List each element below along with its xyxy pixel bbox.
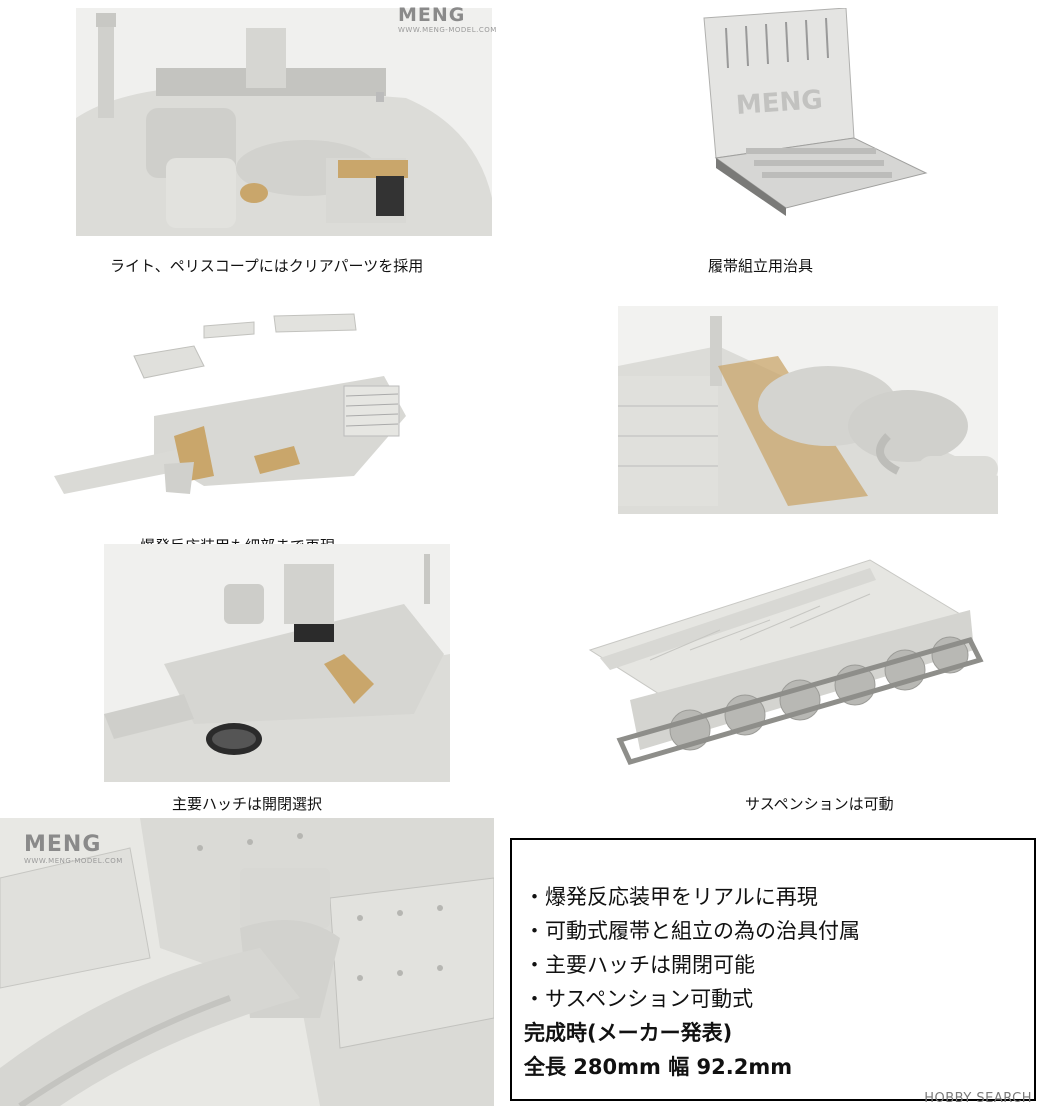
photo-mantlet-closeup [0, 818, 494, 1106]
feature-spec-box: ・爆発反応装甲をリアルに再現 ・可動式履帯と組立の為の治具付属 ・主要ハッチは開… [510, 838, 1036, 1101]
photo-suspension [570, 540, 998, 776]
spec-heading: 完成時(メーカー発表) [524, 1021, 733, 1045]
meng-logo-bottom: MENG WWW.MENG-MODEL.COM [24, 832, 123, 865]
feature-list: ・爆発反応装甲をリアルに再現 ・可動式履帯と組立の為の治具付属 ・主要ハッチは開… [524, 880, 860, 1084]
feature-item-hatches: ・主要ハッチは開閉可能 [524, 953, 755, 977]
photo-era-turret [54, 306, 420, 522]
photo-track-jig: MENG [676, 8, 938, 216]
feature-item-suspension: ・サスペンション可動式 [524, 987, 754, 1011]
spec-dimensions: 全長 280mm 幅 92.2mm [524, 1055, 793, 1079]
photo-engine-deck [618, 306, 998, 514]
caption-hatches: 主要ハッチは開閉選択 [172, 795, 323, 813]
hobby-search-watermark: HOBBY SEARCH [924, 1091, 1032, 1106]
caption-track-jig: 履帯組立用治具 [708, 257, 814, 275]
meng-logo-top: MENG WWW.MENG-MODEL.COM [398, 4, 497, 34]
photo-turret-top [76, 8, 492, 236]
photo-hatches [104, 544, 450, 782]
caption-clear-parts: ライト、ペリスコープにはクリアパーツを採用 [110, 257, 424, 275]
feature-item-era: ・爆発反応装甲をリアルに再現 [524, 885, 818, 909]
caption-suspension: サスペンションは可動 [745, 795, 894, 813]
feature-item-tracks: ・可動式履帯と組立の為の治具付属 [524, 919, 860, 943]
jig-meng-label: MENG [735, 85, 824, 121]
